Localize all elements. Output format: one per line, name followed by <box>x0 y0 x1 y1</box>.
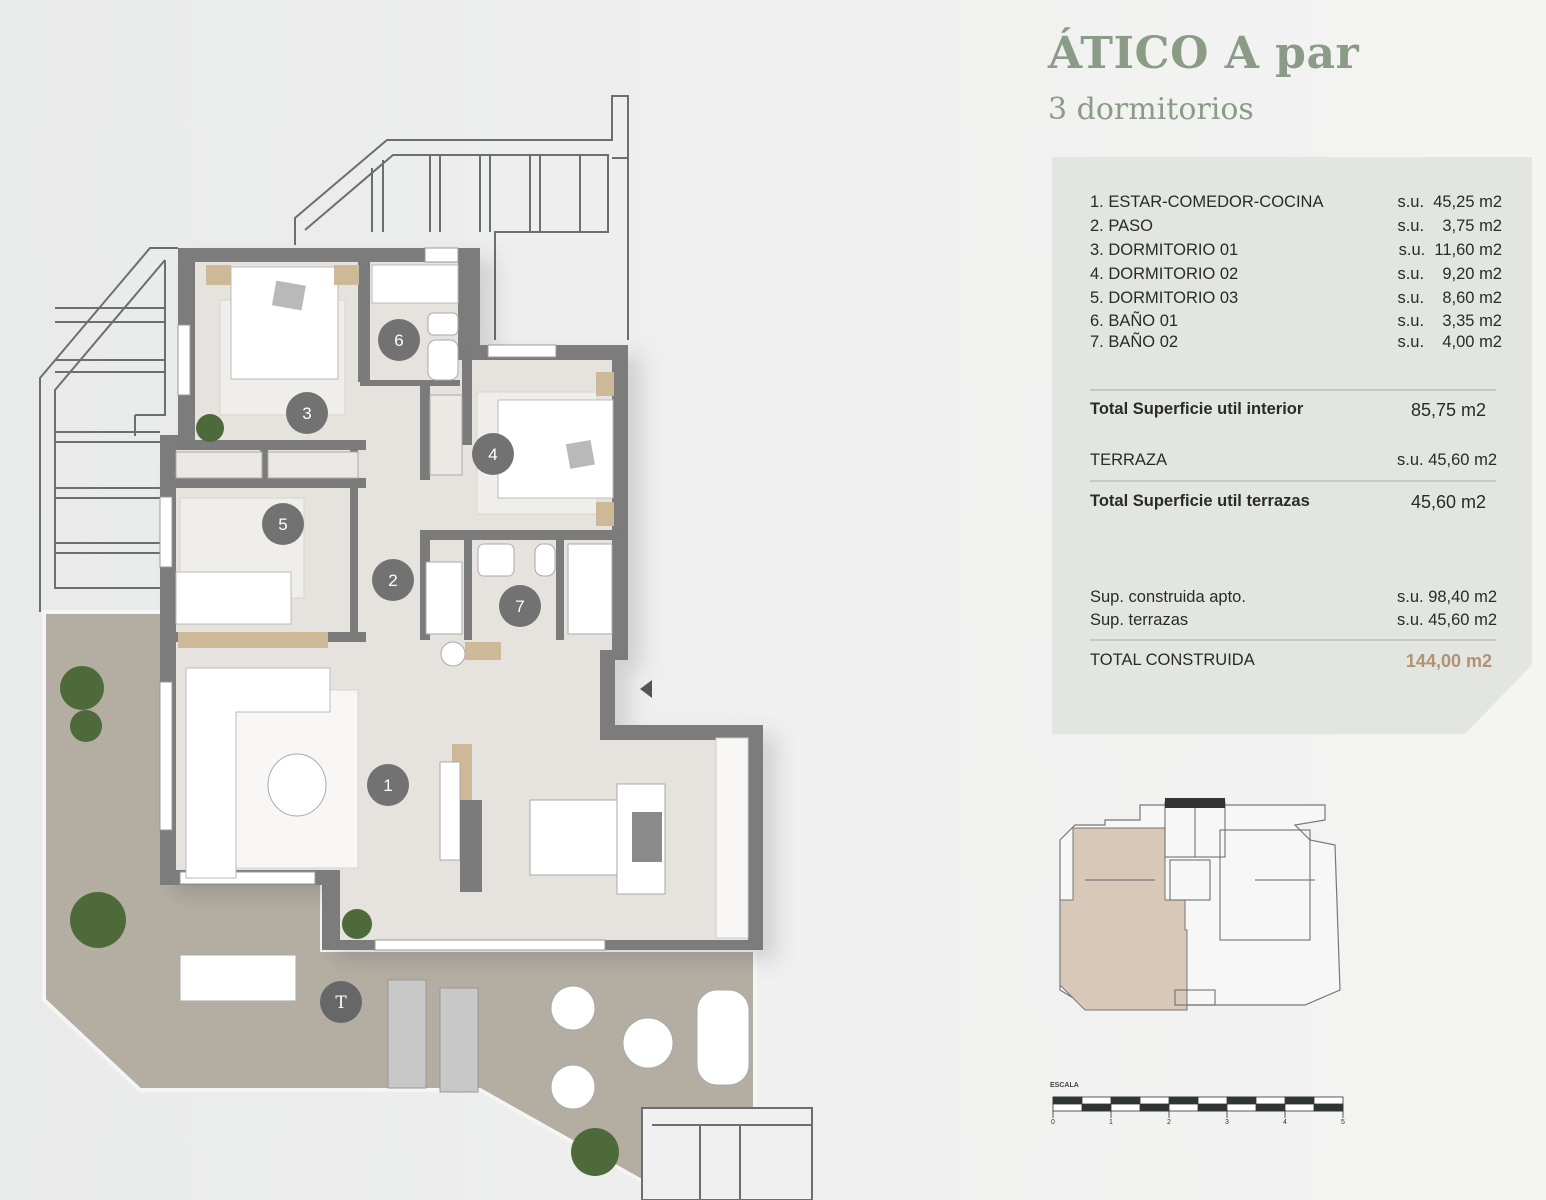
svg-text:7: 7 <box>515 597 524 616</box>
marker-4: 4 <box>472 433 514 475</box>
svg-text:6: 6 <box>394 331 403 350</box>
svg-text:2: 2 <box>388 571 397 590</box>
entry-arrow-icon <box>640 680 652 698</box>
scale-tick: 4 <box>1283 1119 1287 1126</box>
scale-tick: 5 <box>1341 1119 1345 1126</box>
scale-label: ESCALA <box>1050 1082 1079 1089</box>
page-title: ÁTICO A par <box>1048 28 1360 79</box>
marker-3: 3 <box>286 392 328 434</box>
areas-panel <box>1052 157 1532 734</box>
scale-tick: 3 <box>1225 1119 1229 1126</box>
scale-tick: 0 <box>1051 1119 1055 1126</box>
floor-plan: 1 2 3 4 5 6 7 T <box>39 95 813 1200</box>
sofa <box>185 667 331 879</box>
divider <box>1090 389 1496 391</box>
plants <box>60 414 619 1176</box>
svg-text:1: 1 <box>383 776 392 795</box>
sup-construida-row: Sup. construida apto.s.u. 98,40 m2 <box>1090 588 1497 606</box>
marker-2: 2 <box>372 559 414 601</box>
marker-T: T <box>320 981 362 1023</box>
bed-5 <box>175 571 292 625</box>
marker-5: 5 <box>262 503 304 545</box>
page-subtitle: 3 dormitorios <box>1048 92 1254 127</box>
exterior-stairs <box>39 95 629 612</box>
divider <box>1090 639 1496 641</box>
key-plan <box>1059 798 1341 1011</box>
svg-text:3: 3 <box>302 404 311 423</box>
svg-text:T: T <box>335 993 347 1013</box>
divider <box>1090 480 1496 482</box>
scale-tick: 2 <box>1167 1119 1171 1126</box>
scale-tick: 1 <box>1109 1119 1113 1126</box>
svg-text:5: 5 <box>278 515 287 534</box>
windows <box>159 247 606 951</box>
svg-text:4: 4 <box>488 445 497 464</box>
scale-bar <box>1052 1096 1344 1118</box>
terrace-table <box>179 954 297 1002</box>
marker-7: 7 <box>499 585 541 627</box>
dining-table <box>529 799 621 876</box>
bed-4 <box>497 399 614 499</box>
marker-6: 6 <box>378 319 420 361</box>
marker-1: 1 <box>367 764 409 806</box>
room-markers: 1 2 3 4 5 6 7 T <box>262 319 541 1023</box>
